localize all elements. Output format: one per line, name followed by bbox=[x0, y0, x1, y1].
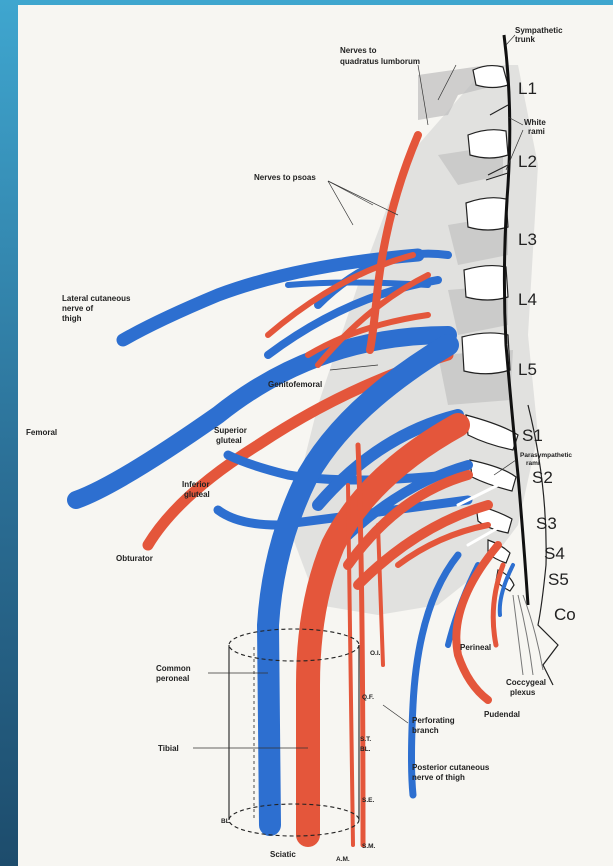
sciatic-sheath-outline bbox=[229, 629, 359, 836]
label-femoral: Femoral bbox=[26, 428, 57, 437]
label-sciatic: Sciatic bbox=[270, 850, 296, 859]
segment-label-s2: S2 bbox=[532, 468, 553, 487]
label-oi: O.I. bbox=[370, 650, 381, 657]
label-perineal: Perineal bbox=[460, 643, 491, 652]
segment-label-l2: L2 bbox=[518, 152, 537, 171]
coccygeal-plexus-strands bbox=[513, 595, 543, 675]
segment-label-l5: L5 bbox=[518, 360, 537, 379]
segment-label-l1: L1 bbox=[518, 79, 537, 98]
label-genitofemoral: Genitofemoral bbox=[268, 380, 322, 389]
label-bl: BL bbox=[221, 818, 230, 825]
label-se: S.E. bbox=[362, 797, 374, 804]
label-st: S.T. bbox=[360, 736, 371, 743]
label-obturator: Obturator bbox=[116, 554, 153, 563]
label-pudendal: Pudendal bbox=[484, 710, 520, 719]
segment-label-s1: S1 bbox=[522, 426, 543, 445]
segment-label-l4: L4 bbox=[518, 290, 537, 309]
segment-label-s4: S4 bbox=[544, 544, 565, 563]
segment-label-s3: S3 bbox=[536, 514, 557, 533]
segment-label-s5: S5 bbox=[548, 570, 569, 589]
segment-label-co: Co bbox=[554, 605, 576, 624]
label-bl2: BL. bbox=[360, 746, 371, 753]
segment-label-l3: L3 bbox=[518, 230, 537, 249]
label-qf: Q.F. bbox=[362, 694, 374, 701]
label-sm: S.M. bbox=[362, 843, 376, 850]
label-nerves-psoas: Nerves to psoas bbox=[254, 173, 316, 182]
label-tibial: Tibial bbox=[158, 744, 179, 753]
label-am: A.M. bbox=[336, 856, 350, 863]
